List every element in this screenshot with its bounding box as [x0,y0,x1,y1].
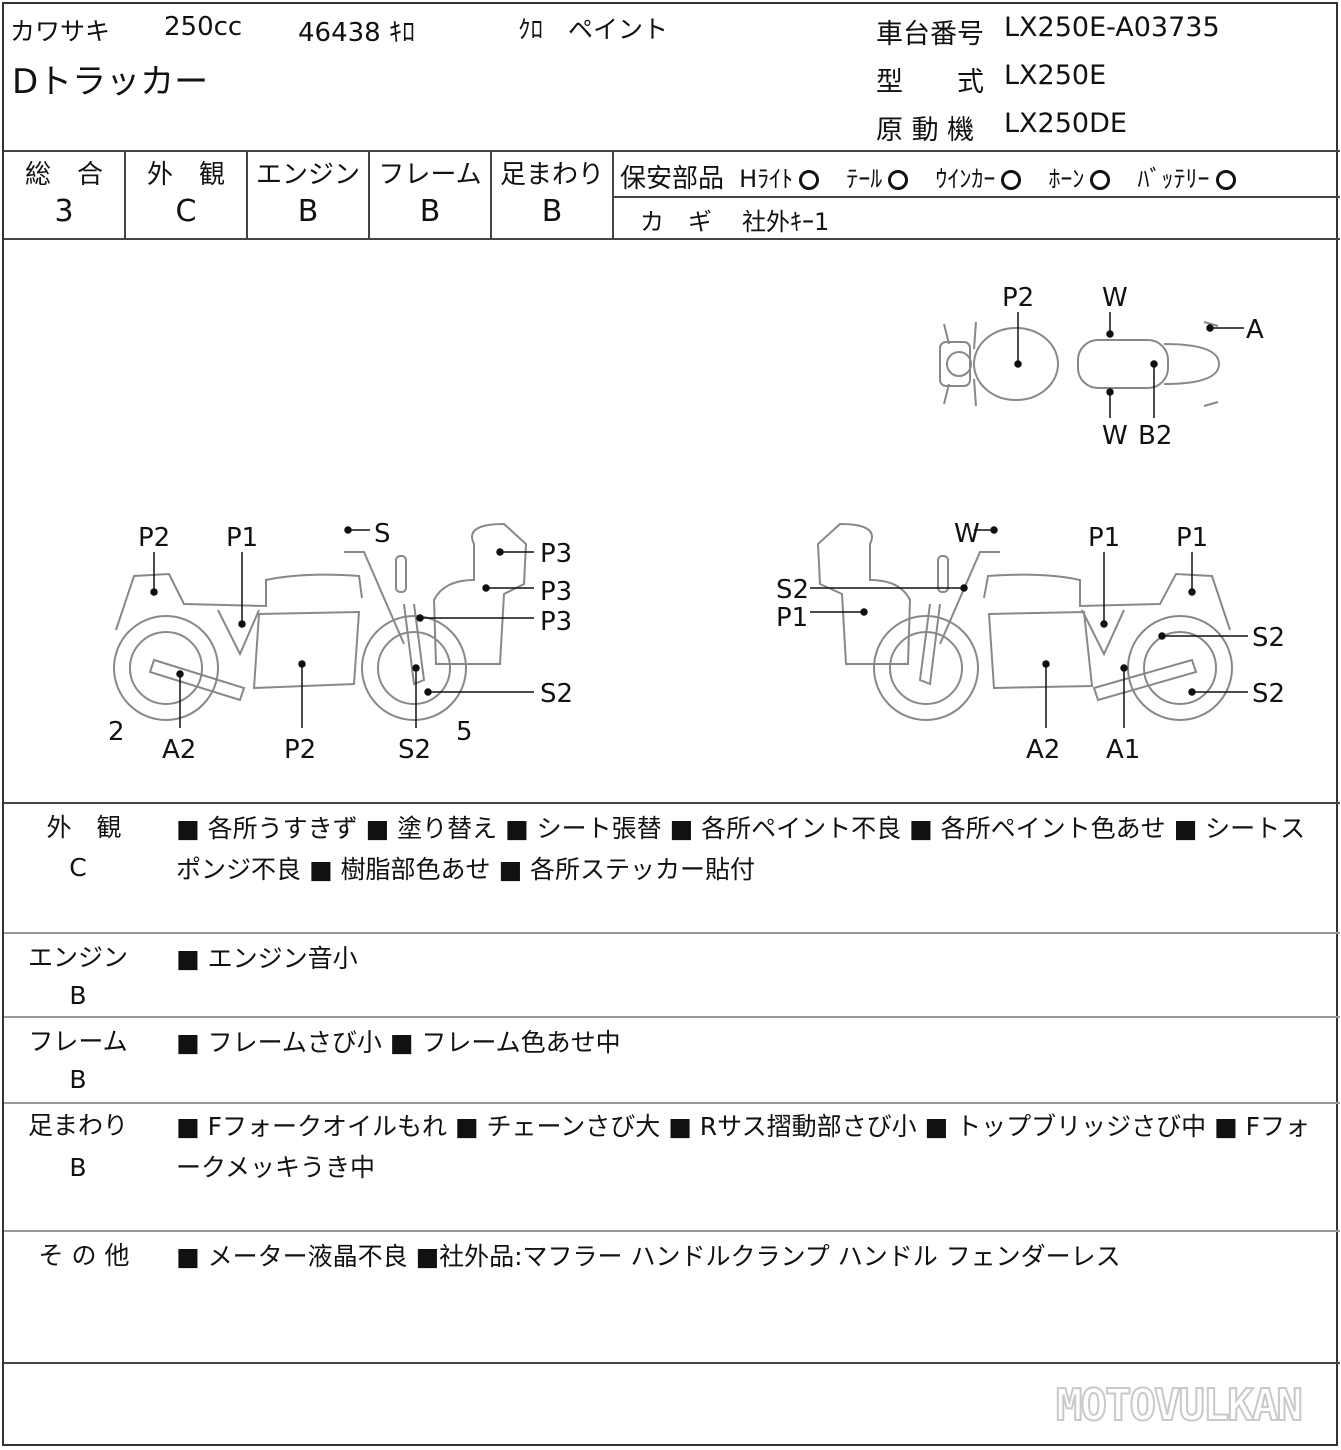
divider [612,152,614,238]
section-frame-grade: B [69,1065,87,1094]
safety-horn: ﾎｰﾝ [1048,165,1111,193]
left-side-bike [113,522,528,721]
left-p3-label: P3 [540,607,572,637]
divider [4,238,1340,240]
grade-exterior-value: C [175,194,197,229]
type-value: LX250E [1004,60,1107,91]
top-p2-label: P2 [1002,283,1034,313]
section-engine-text: ■ エンジン音小 [176,944,358,973]
ok-circle-icon [1090,170,1111,190]
right-p1-left-label: P1 [776,603,808,633]
right-w-label: W [954,519,980,549]
section-suspension-label: 足まわり [27,1111,128,1140]
right-p1-label: P1 [1088,523,1120,553]
engine-label: 原 動 機 [876,115,975,146]
safety-tail: ﾃｰﾙ [846,165,909,193]
divider [4,1016,1340,1018]
divider [4,1102,1340,1104]
section-exterior-label: 外 観 [46,813,122,842]
left-p3-label: P3 [540,539,572,569]
displacement: 250cc [164,12,243,42]
grade-engine-value: B [297,194,319,229]
safety-headlight: Hﾗｲﾄ [739,165,820,193]
right-s2-label: S2 [1252,679,1285,709]
safety-parts: 保安部品 Hﾗｲﾄ ﾃｰﾙ ｳｲﾝｶｰ ﾎｰﾝ ﾊﾞｯﾃﾘｰ [620,158,1236,195]
right-side-bike [816,522,1233,721]
top-b2-label: B2 [1138,421,1172,451]
grade-frame-value: B [419,194,441,229]
frame-no: LX250E-A03735 [1004,12,1220,43]
section-exterior-grade: C [69,853,87,882]
model-name: Dトラッカー [12,62,209,102]
section-suspension-grade: B [69,1153,87,1182]
grade-engine-label: エンジン [255,160,360,190]
left-s2-label: S2 [540,679,573,709]
divider [4,932,1340,934]
left-p2-engine-label: P2 [284,735,316,765]
section-engine-grade: B [69,981,87,1010]
right-a1-label: A1 [1106,735,1140,765]
engine-value: LX250DE [1004,108,1127,139]
divider [246,152,248,238]
ok-circle-icon [1001,170,1022,190]
right-s2-label: S2 [1252,623,1285,653]
key-label: カ ギ [640,208,712,236]
grade-suspension-label: 足まわり [499,160,604,190]
mileage: 46438 ｷﾛ [298,18,415,48]
safety-battery: ﾊﾞｯﾃﾘｰ [1138,165,1236,193]
type-label: 型 式 [876,67,984,98]
divider [4,802,1340,804]
divider [368,152,370,238]
color: ｸﾛ ペイント [518,15,669,44]
left-num-5: 5 [456,717,473,747]
divider [4,1362,1340,1364]
divider [4,150,1340,152]
divider [4,1230,1340,1232]
left-p2-label: P2 [138,523,170,553]
section-engine-label: エンジン [27,943,128,972]
watermark-logo: MOTOVULKAN [1055,1379,1304,1432]
top-w-bottom-label: W [1102,421,1128,451]
top-w-label: W [1102,283,1128,313]
grade-total-value: 3 [54,194,74,229]
safety-winker: ｳｲﾝｶｰ [935,165,1022,193]
grade-exterior-label: 外 観 [146,160,225,190]
maker: カワサキ [10,17,111,46]
top-view-bike [939,321,1221,407]
key-value: 社外ｷｰ1 [742,208,830,236]
grade-suspension-value: B [541,194,563,229]
right-p1-label: P1 [1176,523,1208,553]
grade-total-label: 総 合 [24,160,103,190]
section-other-text: ■ メーター液晶不良 ■社外品:マフラー ハンドルクランプ ハンドル フェンダー… [176,1242,1121,1271]
motorcycle-drawings [113,321,1233,721]
section-exterior-text: ■ 各所うすきず ■ 塗り替え ■ シート張替 ■ 各所ペイント不良 ■ 各所ペ… [176,814,1306,884]
right-s2-left-label: S2 [776,575,809,605]
ok-circle-icon [799,170,820,190]
section-frame-label: フレーム [28,1027,128,1056]
divider [490,152,492,238]
left-p1-label: P1 [226,523,258,553]
left-p3-label: P3 [540,577,572,607]
leader-lines [150,312,1248,728]
safety-title: 保安部品 [620,164,725,194]
damage-diagram: P2 W A W B2 P2 P1 S P3 P3 P3 S2 2 A2 P2 … [108,283,1285,765]
left-s-label: S [374,519,391,549]
right-a2-label: A2 [1026,735,1060,765]
diagram-labels: P2 W A W B2 P2 P1 S P3 P3 P3 S2 2 A2 P2 … [108,283,1285,765]
divider [124,152,126,238]
left-a2-label: A2 [162,735,196,765]
divider [612,196,1340,198]
ok-circle-icon [1215,170,1236,190]
grade-frame-label: フレーム [378,160,482,190]
top-a-label: A [1246,315,1264,345]
section-suspension-text: ■ Fフォークオイルもれ ■ チェーンさび大 ■ Rサス摺動部さび小 ■ トップ… [176,1112,1311,1182]
section-frame-text: ■ フレームさび小 ■ フレーム色あせ中 [176,1028,621,1057]
ok-circle-icon [888,170,909,190]
frame-no-label: 車台番号 [876,19,984,50]
left-s2-bottom-label: S2 [398,735,431,765]
section-other-label: そ の 他 [38,1241,130,1270]
left-num-2: 2 [108,717,125,747]
